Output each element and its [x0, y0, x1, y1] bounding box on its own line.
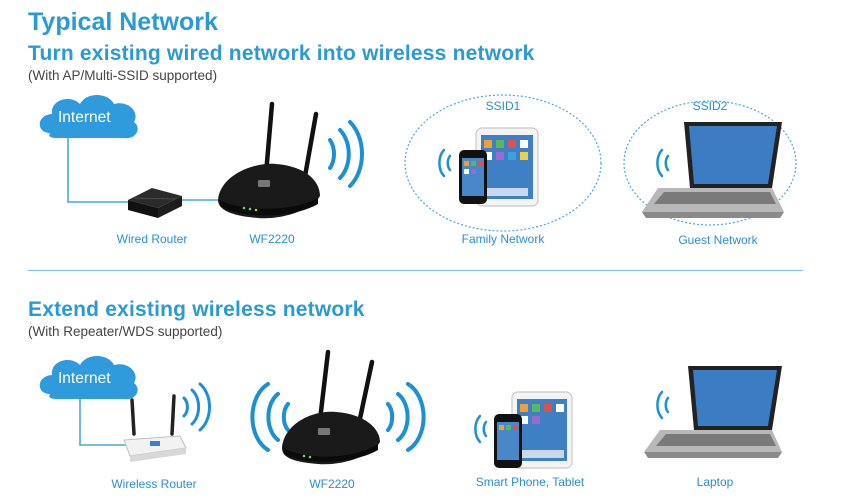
wifi-waves-icon: [328, 120, 364, 188]
laptop-icon-2: [644, 366, 782, 458]
internet-to-router-line: [67, 128, 128, 203]
internet-label-2: Internet: [58, 370, 111, 387]
laptop-wifi-icon: [656, 390, 670, 420]
ssid1-wifi-icon: [438, 148, 452, 178]
section2-diagram: [39, 349, 782, 469]
section2-subheading: (With Repeater/WDS supported): [28, 324, 223, 339]
section1-diagram: [39, 94, 797, 232]
tablet-icon-2: [511, 391, 573, 469]
section1-heading: Turn existing wired network into wireles…: [28, 42, 535, 65]
phone-tablet-label: Smart Phone, Tablet: [475, 475, 585, 489]
wf2220-router-icon: [218, 101, 320, 219]
phone-tablet-wifi-icon: [474, 414, 488, 444]
wired-router-icon: [128, 188, 182, 218]
internet-cloud-icon-2: [39, 356, 138, 400]
ssid1-ellipse: [404, 94, 602, 232]
laptop-label: Laptop: [696, 475, 734, 489]
wf2220-label-1: WF2220: [249, 232, 295, 246]
ssid1-label: SSID1: [485, 99, 521, 113]
phone-icon-2: [494, 414, 522, 468]
section-divider: [28, 270, 803, 271]
wireless-router-label: Wireless Router: [111, 477, 197, 491]
internet-to-wireless-router-line: [79, 392, 128, 446]
wired-router-label: Wired Router: [116, 232, 188, 246]
phone-icon: [459, 150, 487, 204]
wf2220-waves-right-icon: [386, 382, 426, 452]
ssid2-ellipse: [623, 100, 797, 226]
wireless-router-icon: [123, 394, 187, 462]
wf2220-router-icon-2: [282, 349, 380, 465]
section2-heading: Extend existing wireless network: [28, 298, 365, 321]
internet-label-1: Internet: [58, 109, 111, 126]
page-title: Typical Network: [28, 8, 218, 36]
guest-network-label: Guest Network: [678, 233, 758, 247]
ssid2-label: SSID2: [692, 99, 728, 113]
wf2220-label-2: WF2220: [309, 477, 355, 491]
laptop-icon-1: [642, 122, 784, 218]
wf2220-waves-left-icon: [250, 382, 290, 452]
family-network-label: Family Network: [461, 232, 545, 246]
tablet-icon: [475, 127, 539, 207]
ssid2-wifi-icon: [656, 148, 670, 178]
wireless-router-wifi-icon: [182, 382, 211, 432]
section1-subheading: (With AP/Multi-SSID supported): [28, 68, 218, 83]
internet-cloud-icon: [39, 95, 138, 139]
